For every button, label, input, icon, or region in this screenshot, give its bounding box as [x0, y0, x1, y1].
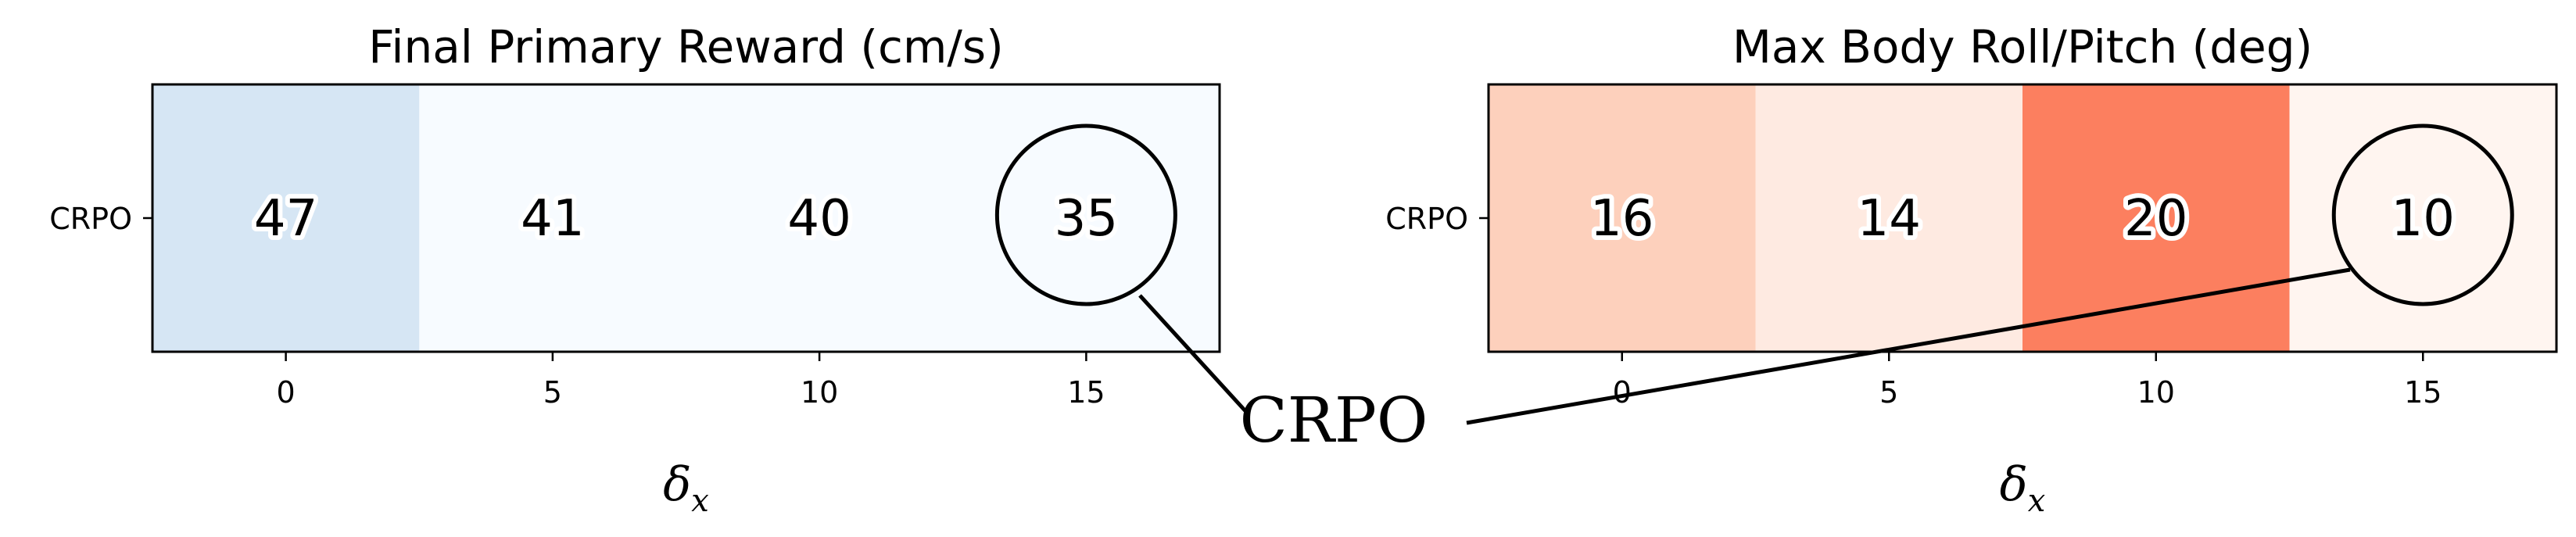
chart-title: Final Primary Reward (cm/s): [368, 20, 1004, 73]
cell-value-label: 40: [787, 190, 851, 248]
x-axis-label: δx: [663, 457, 709, 519]
x-tick-label: 5: [543, 375, 562, 410]
chart-title: Max Body Roll/Pitch (deg): [1732, 20, 2313, 73]
cell-value-label: 41: [521, 190, 584, 248]
heatmap-cell: [1755, 84, 2023, 352]
x-tick-label: 15: [1067, 375, 1105, 410]
y-tick-label: CRPO: [49, 202, 132, 236]
cell-value-label: 16: [1590, 190, 1653, 248]
cell-value-label: 35: [1055, 190, 1118, 248]
heatmap-cell: [2022, 84, 2290, 352]
y-tick-label: CRPO: [1385, 202, 1468, 236]
heatmap-cell: [1489, 84, 1756, 352]
cell-value-label: 14: [1858, 190, 1921, 248]
x-tick-label: 10: [2137, 375, 2175, 410]
x-tick-label: 0: [1613, 375, 1632, 410]
x-tick-label: 5: [1879, 375, 1898, 410]
highlight-circle: [994, 124, 1177, 306]
x-axis-label: δx: [2000, 457, 2046, 519]
roll-pitch-heatmap-panel: 16 14 20 10 0 5 10 15 CRPO Max Body Roll/Pitch (d…: [1385, 20, 2558, 519]
annotation-label: CRPO: [1240, 384, 1428, 456]
heatmap-cell: [686, 84, 954, 352]
cell-value-label: 47: [254, 190, 317, 248]
cell-value-label: 20: [2124, 190, 2187, 248]
annotation-connector-left: [1138, 294, 1249, 414]
heatmap-cell: [419, 84, 686, 352]
crpo-annotation: CRPO: [1138, 267, 2351, 456]
heatmap-cell: [152, 84, 420, 352]
annotation-connector-right: [1466, 267, 2351, 425]
cell-value-label: 10: [2391, 190, 2455, 248]
x-tick-label: 10: [801, 375, 838, 410]
highlight-circle: [2331, 124, 2514, 306]
x-tick-label: 15: [2404, 375, 2442, 410]
x-tick-label: 0: [277, 375, 296, 410]
reward-heatmap-panel: 47 41 40 35 0 5 10 15 CRPO Final Primary Reward (…: [49, 20, 1221, 519]
